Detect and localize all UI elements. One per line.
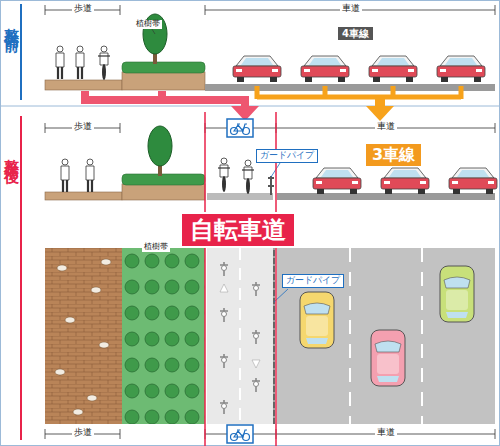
section-heading: 整備後 (3, 145, 20, 164)
part-label: 植樹帯 (134, 20, 162, 29)
node-text: 自転車道 (190, 217, 286, 243)
guard-pipe-callout: ガードパイプ (282, 274, 344, 288)
node-text: ガードパイプ (286, 276, 340, 286)
lane-count-box: 4車線 (338, 27, 373, 40)
dimension-label: 車道 (375, 428, 397, 438)
part-label: 植樹帯 (142, 243, 170, 252)
node-text: 3車線 (372, 146, 415, 164)
dimension-label: 車道 (375, 122, 397, 132)
dimension-label: 歩道 (72, 4, 94, 14)
section-heading: 整備前 (3, 14, 20, 33)
dimension-label: 歩道 (72, 428, 94, 438)
dimension-label: 車道 (340, 4, 362, 14)
node-text: ガードパイプ (260, 151, 314, 161)
bike-lane-title-box: 自転車道 (180, 212, 296, 248)
dimension-label: 歩道 (72, 122, 94, 132)
lane-count-box: 3車線 (366, 144, 421, 166)
guard-pipe-callout: ガードパイプ (256, 149, 318, 163)
node-text: 4車線 (342, 28, 369, 39)
